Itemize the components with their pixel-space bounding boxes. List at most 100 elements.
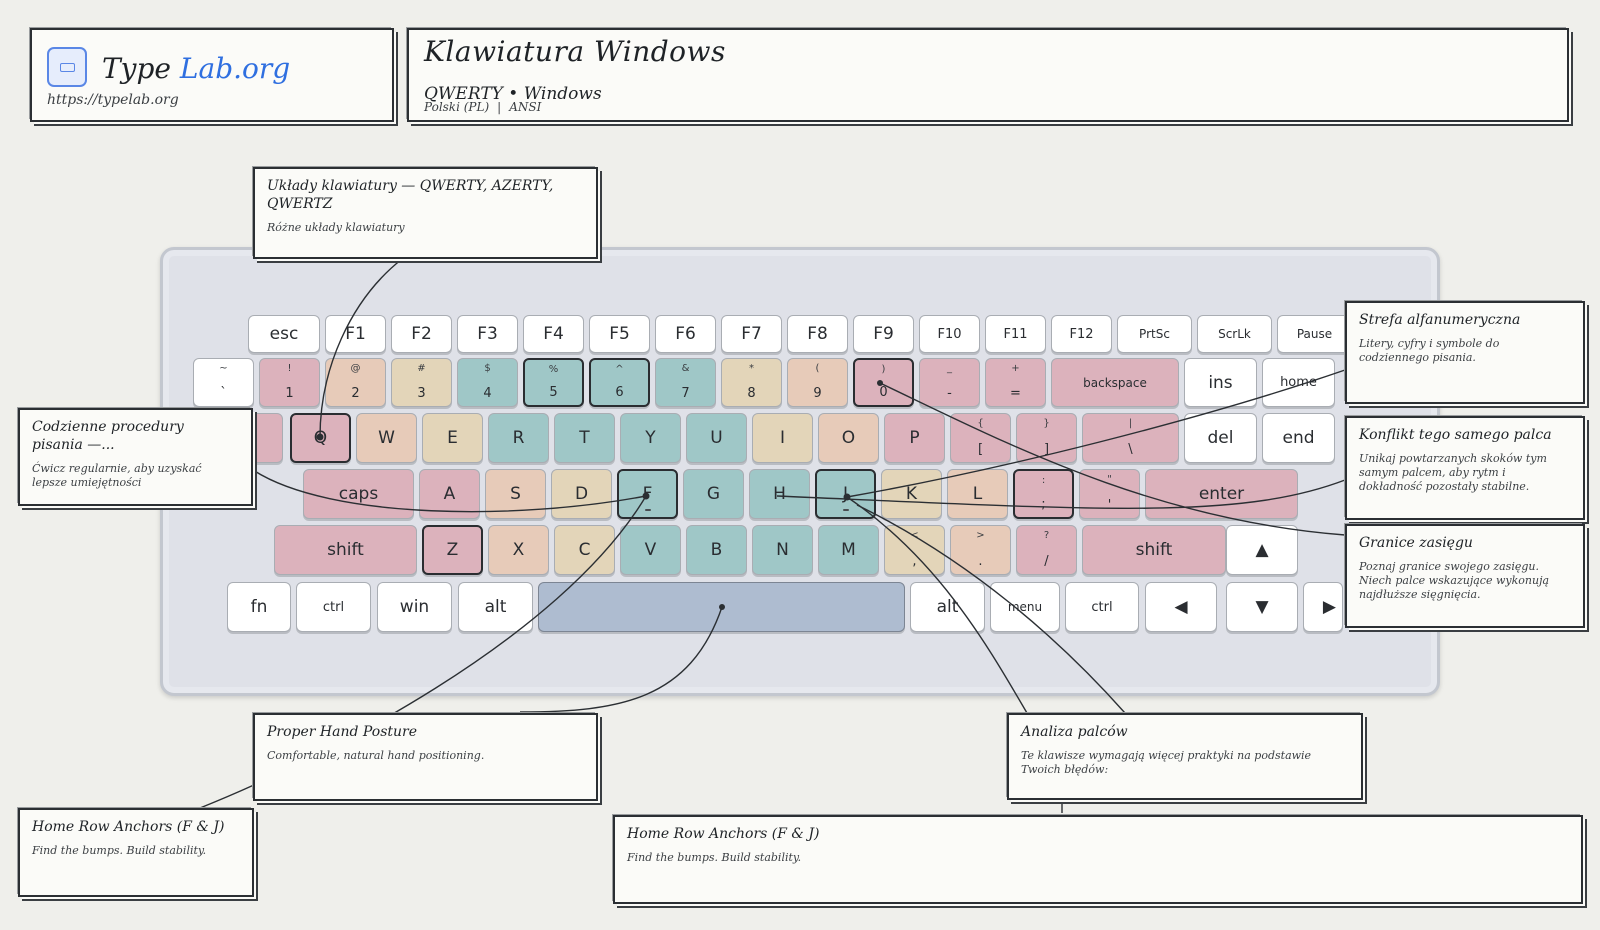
key-f12[interactable]: F12 [1051, 315, 1112, 353]
key-quote[interactable]: "' [1079, 469, 1140, 519]
key-m[interactable]: M [818, 525, 879, 575]
key-tab-partial[interactable] [248, 413, 283, 463]
key-f9[interactable]: F9 [853, 315, 914, 353]
key-z[interactable]: Z [422, 525, 483, 575]
key-j[interactable]: J [815, 469, 876, 519]
key-del[interactable]: del [1184, 413, 1257, 463]
key-f4[interactable]: F4 [523, 315, 584, 353]
note-same-finger: Konflikt tego samego palca Unikaj powtar… [1345, 416, 1585, 520]
key-2[interactable]: @2 [325, 358, 386, 407]
key-arrow-right[interactable]: ▶ [1303, 582, 1343, 632]
key-f8[interactable]: F8 [787, 315, 848, 353]
key-d[interactable]: D [551, 469, 612, 519]
key-q[interactable]: Q [290, 413, 351, 463]
key-f5[interactable]: F5 [589, 315, 650, 353]
key-caps[interactable]: caps [303, 469, 414, 519]
key-space[interactable] [538, 582, 905, 632]
key-fn[interactable]: fn [227, 582, 291, 632]
key-left-alt[interactable]: alt [458, 582, 533, 632]
key-0[interactable]: )0 [853, 358, 914, 407]
key-f[interactable]: F [617, 469, 678, 519]
key-4[interactable]: $4 [457, 358, 518, 407]
key-t[interactable]: T [554, 413, 615, 463]
key-left-shift[interactable]: shift [274, 525, 417, 575]
key-c[interactable]: C [554, 525, 615, 575]
key-esc[interactable]: esc [248, 315, 320, 353]
key-s[interactable]: S [485, 469, 546, 519]
key-right-shift[interactable]: shift [1082, 525, 1226, 575]
key-2-base: 2 [351, 386, 360, 401]
key-slash[interactable]: ?/ [1016, 525, 1077, 575]
note-alpha-title: Strefa alfanumeryczna [1359, 312, 1521, 328]
key-enter[interactable]: enter [1145, 469, 1298, 519]
key-prtsc[interactable]: PrtSc [1117, 315, 1192, 353]
key-left-bracket[interactable]: {[ [950, 413, 1011, 463]
key-u[interactable]: U [686, 413, 747, 463]
key-backslash[interactable]: |\ [1082, 413, 1179, 463]
key-end[interactable]: end [1262, 413, 1335, 463]
key-f-label: F [642, 484, 653, 504]
key-f6[interactable]: F6 [655, 315, 716, 353]
key-y[interactable]: Y [620, 413, 681, 463]
key-p[interactable]: P [884, 413, 945, 463]
key-backtick[interactable]: ~` [193, 358, 254, 407]
brand-name[interactable]: Type Lab.org [102, 52, 290, 85]
key-b[interactable]: B [686, 525, 747, 575]
note-reach-desc: Poznaj granice swojego zasięgu. Niech pa… [1359, 560, 1550, 601]
key-arrow-left[interactable]: ◀ [1145, 582, 1217, 632]
key-right-bracket[interactable]: }] [1016, 413, 1077, 463]
key-k[interactable]: K [881, 469, 942, 519]
key-right-ctrl[interactable]: ctrl [1065, 582, 1139, 632]
key-g[interactable]: G [683, 469, 744, 519]
key-f7[interactable]: F7 [721, 315, 782, 353]
key-f1[interactable]: F1 [325, 315, 386, 353]
key-7[interactable]: &7 [655, 358, 716, 407]
key-9-shift: ( [815, 363, 820, 374]
key-w[interactable]: W [356, 413, 417, 463]
key-semicolon-shift: : [1041, 475, 1046, 486]
key-8[interactable]: *8 [721, 358, 782, 407]
key-ins[interactable]: ins [1184, 358, 1257, 407]
key-period[interactable]: >. [950, 525, 1011, 575]
key-arrow-up[interactable]: ▲ [1226, 525, 1298, 575]
key-1[interactable]: !1 [259, 358, 320, 407]
key-h[interactable]: H [749, 469, 810, 519]
note-conflict-desc: Unikaj powtarzanych skoków tym samym pal… [1359, 452, 1547, 493]
key-l[interactable]: L [947, 469, 1008, 519]
key-equals[interactable]: += [985, 358, 1046, 407]
note-finger-analysis: Analiza palców Te klawisze wymagają więc… [1007, 713, 1363, 800]
key-win[interactable]: win [377, 582, 452, 632]
note-anchors-left-title: Home Row Anchors (F & J) [32, 819, 225, 835]
key-backspace[interactable]: backspace [1051, 358, 1179, 407]
key-comma[interactable]: <, [884, 525, 945, 575]
key-home[interactable]: home [1262, 358, 1335, 407]
key-scrlk[interactable]: ScrLk [1197, 315, 1272, 353]
brand-url[interactable]: https://typelab.org [47, 92, 179, 108]
key-semicolon[interactable]: :; [1013, 469, 1074, 519]
key-e[interactable]: E [422, 413, 483, 463]
key-left-ctrl[interactable]: ctrl [296, 582, 371, 632]
key-o[interactable]: O [818, 413, 879, 463]
key-right-alt[interactable]: alt [910, 582, 985, 632]
key-f3[interactable]: F3 [457, 315, 518, 353]
key-x[interactable]: X [488, 525, 549, 575]
key-f2[interactable]: F2 [391, 315, 452, 353]
key-6[interactable]: ^6 [589, 358, 650, 407]
key-arrow-down[interactable]: ▼ [1226, 582, 1298, 632]
key-v[interactable]: V [620, 525, 681, 575]
key-a[interactable]: A [419, 469, 480, 519]
locale-separator: | [497, 100, 502, 114]
key-minus[interactable]: _- [919, 358, 980, 407]
key-n[interactable]: N [752, 525, 813, 575]
key-slash-shift: ? [1043, 530, 1050, 541]
key-menu[interactable]: menu [990, 582, 1060, 632]
key-comma-shift: < [910, 530, 919, 541]
key-f10[interactable]: F10 [919, 315, 980, 353]
key-3[interactable]: #3 [391, 358, 452, 407]
key-9[interactable]: (9 [787, 358, 848, 407]
key-f11[interactable]: F11 [985, 315, 1046, 353]
key-r[interactable]: R [488, 413, 549, 463]
key-pause[interactable]: Pause [1277, 315, 1352, 353]
key-i[interactable]: I [752, 413, 813, 463]
key-5[interactable]: %5 [523, 358, 584, 407]
